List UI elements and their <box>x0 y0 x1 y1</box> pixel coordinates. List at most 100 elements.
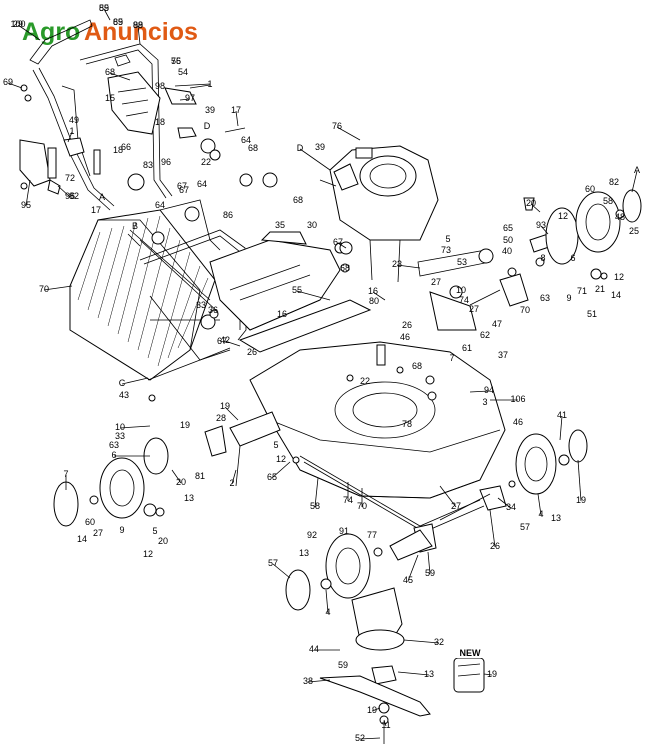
leader-line <box>17 24 41 41</box>
leader-line <box>224 406 239 421</box>
part-callout: 1 <box>207 79 212 89</box>
part-callout: C <box>119 378 126 388</box>
part-callout: 56 <box>171 56 181 66</box>
part-callout: 4 <box>538 509 543 519</box>
part-callout: 17 <box>231 105 241 115</box>
leader-line <box>299 148 331 171</box>
part-callout: 96 <box>161 157 171 167</box>
part-callout: 44 <box>309 644 319 654</box>
part-callout: 8 <box>540 253 545 263</box>
part-callout: 80 <box>369 296 379 306</box>
part-callout: 74 <box>343 495 353 505</box>
part-callout: 59 <box>338 660 348 670</box>
part-callout: 4 <box>325 607 330 617</box>
part-callout: 83 <box>143 160 153 170</box>
part-callout: 9 <box>119 525 124 535</box>
part-callout: D <box>204 121 211 131</box>
part-callout: 12 <box>558 211 568 221</box>
logo-text-anuncios: Anuncios <box>84 18 198 46</box>
part-callout: 68 <box>248 143 258 153</box>
axles <box>389 493 491 561</box>
leader-line <box>631 170 638 193</box>
part-callout: 27 <box>431 277 441 287</box>
part-callout: 35 <box>275 220 285 230</box>
part-callout: 9 <box>566 293 571 303</box>
part-callout: 51 <box>587 309 597 319</box>
part-callout: 97 <box>185 93 195 103</box>
part-callout: 27 <box>93 528 103 538</box>
part-callout: 26 <box>402 320 412 330</box>
leader-line <box>371 707 381 712</box>
part-callout: 11 <box>381 720 390 730</box>
part-callout: 33 <box>115 431 125 441</box>
leader-line <box>137 25 141 45</box>
part-callout: 7 <box>63 469 68 479</box>
part-callout: 57 <box>520 522 530 532</box>
part-callout: 76 <box>332 121 342 131</box>
part-callout: A <box>99 192 105 202</box>
part-callout: 57 <box>268 558 278 568</box>
part-callout: 34 <box>506 502 516 512</box>
part-callout: 23 <box>392 259 402 269</box>
leader-line <box>314 477 319 508</box>
part-callout: 3 <box>482 397 487 407</box>
part-callout: 45 <box>403 575 413 585</box>
wheel-front-right <box>508 429 588 495</box>
leader-line <box>559 415 563 441</box>
part-callout: 26 <box>490 541 500 551</box>
part-callout: 22 <box>360 376 370 386</box>
grass-catcher <box>69 209 231 381</box>
part-callout: 89 <box>99 3 109 13</box>
leader-line <box>530 203 541 213</box>
part-callout: 27 <box>469 304 479 314</box>
part-callout: 26 <box>247 347 257 357</box>
part-callout: 98 <box>155 81 165 91</box>
new-badge: NEW <box>452 648 488 658</box>
part-callout: 65 <box>267 472 277 482</box>
part-callout: 21 <box>595 284 605 294</box>
part-callout: 5 <box>273 440 278 450</box>
part-callout: 6 <box>570 253 575 263</box>
part-callout: 14 <box>611 290 621 300</box>
part-callout: 29 <box>13 19 23 29</box>
part-callout: 7 <box>449 353 454 363</box>
part-callout: 15 <box>105 93 115 103</box>
part-callout: 38 <box>303 676 313 686</box>
blade-assembly <box>319 587 485 744</box>
part-callout: 18 <box>113 145 123 155</box>
part-callout: 55 <box>99 3 109 13</box>
part-callout: 70 <box>520 305 530 315</box>
mower-deck <box>249 341 506 499</box>
leader-line <box>235 110 239 127</box>
leader-line <box>337 242 347 249</box>
part-callout: 53 <box>457 257 467 267</box>
part-callout: 78 <box>402 419 412 429</box>
part-callout: 69 <box>3 77 13 87</box>
part-callout: 16 <box>277 309 287 319</box>
part-callout: 65 <box>503 223 513 233</box>
part-callout: 33 <box>196 300 206 310</box>
leader-line <box>483 673 493 676</box>
leader-line <box>121 377 149 385</box>
part-callout: 59 <box>425 568 435 578</box>
part-callout: 69 <box>113 17 123 27</box>
part-callout: 94 <box>484 385 494 395</box>
part-callout: 93 <box>536 220 546 230</box>
part-callout: 12 <box>276 454 286 464</box>
part-callout: 92 <box>307 530 317 540</box>
part-callout: 70 <box>39 284 49 294</box>
watermark-logo: Agro Anuncios <box>22 18 198 46</box>
wheel-lower-left <box>285 533 383 611</box>
part-callout: 58 <box>603 196 613 206</box>
part-callout: 68 <box>293 195 303 205</box>
part-callout: 85 <box>113 17 123 27</box>
leader-line <box>43 285 73 291</box>
part-callout: 70 <box>357 501 367 511</box>
part-callout: 82 <box>69 191 79 201</box>
part-callout: 63 <box>109 440 119 450</box>
part-callout: 62 <box>480 330 490 340</box>
part-callout: 64 <box>155 200 165 210</box>
part-callout: 68 <box>105 67 115 77</box>
leader-line <box>540 225 549 235</box>
